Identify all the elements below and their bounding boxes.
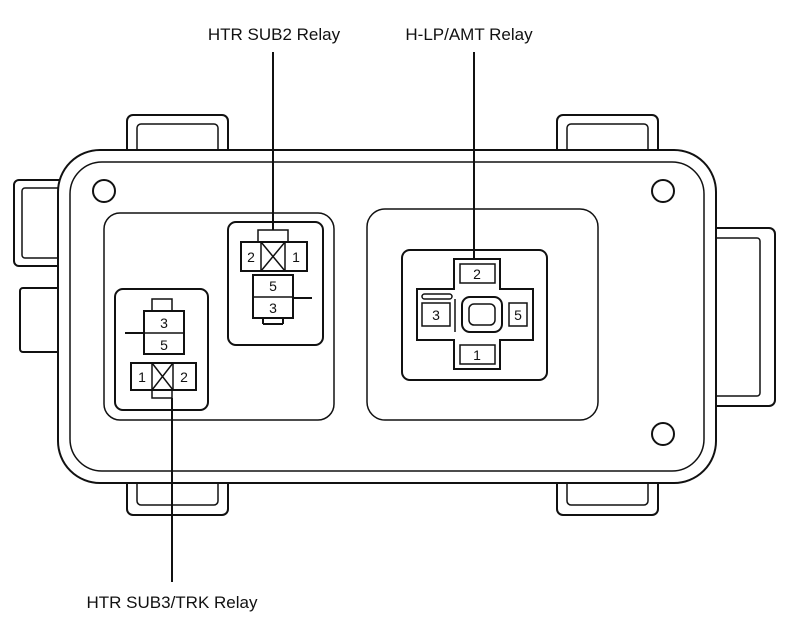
label-hlp-amt-relay: H-LP/AMT Relay [405, 25, 533, 44]
htr-sub3-pin-5: 5 [160, 337, 168, 353]
relay-box-body [57, 149, 717, 484]
right-relay-panel [366, 208, 599, 421]
hlp-amt-relay-socket: 2 3 5 1 [401, 249, 548, 381]
mounting-hole-bottom-right [651, 422, 675, 446]
htr-sub3-pin-1: 1 [138, 369, 146, 385]
htr-sub3-trk-relay-socket: 3 5 1 2 [114, 288, 209, 411]
hlp-amt-pin-3: 3 [432, 307, 440, 323]
hlp-amt-pin-2: 2 [473, 266, 481, 282]
htr-sub3-pin-3: 3 [160, 315, 168, 331]
hlp-amt-pin-1: 1 [473, 347, 481, 363]
htr-sub3-pin-2: 2 [180, 369, 188, 385]
hlp-amt-pin-5: 5 [514, 307, 522, 323]
label-htr-sub2-relay: HTR SUB2 Relay [208, 25, 341, 44]
htr-sub2-pin-1: 1 [292, 249, 300, 265]
mounting-hole-top-left [92, 179, 116, 203]
htr-sub2-pin-2: 2 [247, 249, 255, 265]
left-relay-panel [103, 212, 335, 421]
mounting-hole-top-right [651, 179, 675, 203]
htr-sub2-pin-5: 5 [269, 278, 277, 294]
htr-sub2-pin-3: 3 [269, 300, 277, 316]
label-htr-sub3-trk-relay: HTR SUB3/TRK Relay [87, 593, 258, 612]
